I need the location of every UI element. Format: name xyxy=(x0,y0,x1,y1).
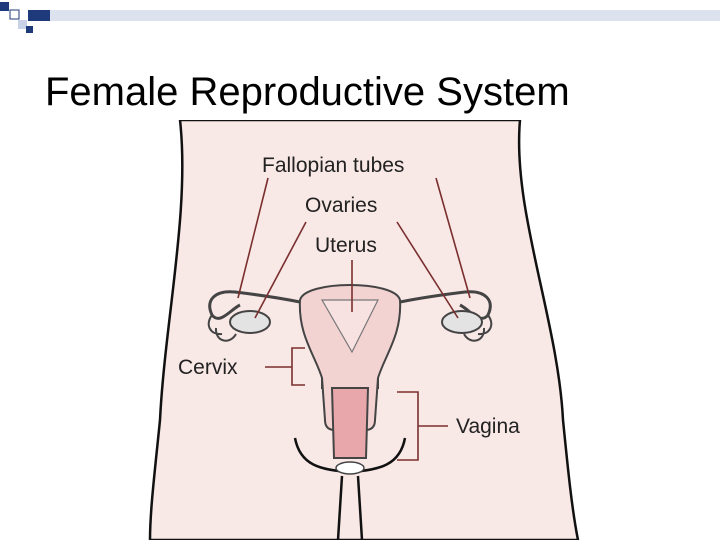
uterine-cavity xyxy=(320,299,379,354)
fimbriae-right xyxy=(463,314,493,342)
label-fallopian-tubes: Fallopian tubes xyxy=(262,154,404,177)
leader-fallopian-left xyxy=(237,177,269,299)
vagina xyxy=(330,387,370,459)
vaginal-opening xyxy=(335,461,365,475)
fimbriae-left xyxy=(207,314,237,342)
label-vagina: Vagina xyxy=(456,415,520,438)
leg-divider xyxy=(336,475,364,540)
label-cervix: Cervix xyxy=(178,356,238,379)
reproductive-system-diagram: Fallopian tubes Ovaries Uterus Cervix Va… xyxy=(148,120,580,540)
deco-bar-light xyxy=(50,10,720,21)
slide-decoration xyxy=(0,2,720,33)
deco-square-outline xyxy=(9,9,20,20)
leader-ovaries-right xyxy=(396,221,459,319)
deco-bar-dark xyxy=(28,10,50,21)
vagina-bracket xyxy=(397,391,448,461)
deco-square-light xyxy=(18,20,27,29)
leader-fallopian-right xyxy=(435,177,471,299)
deco-square-dark xyxy=(0,2,9,11)
ovary-left xyxy=(229,310,271,334)
leader-ovaries-left xyxy=(254,221,307,319)
deco-square-small xyxy=(26,26,33,33)
ovary-right xyxy=(441,310,483,334)
label-uterus: Uterus xyxy=(315,234,377,257)
cervix-bracket xyxy=(265,347,305,386)
label-ovaries: Ovaries xyxy=(305,194,377,217)
slide-title: Female Reproductive System xyxy=(45,70,570,114)
fallopian-tube-left xyxy=(208,290,301,320)
